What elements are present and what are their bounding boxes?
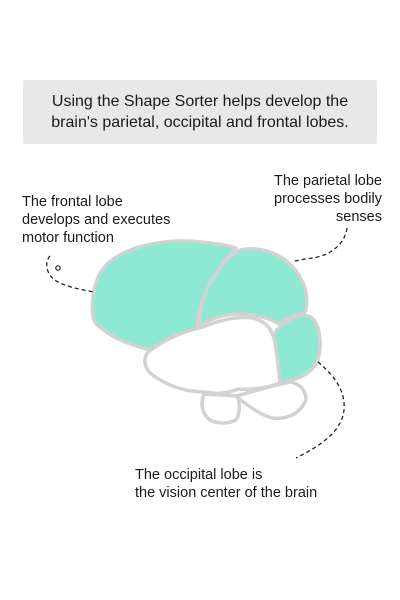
parietal-pointer-line	[291, 227, 348, 263]
headline-line-2: brain's parietal, occipital and frontal …	[51, 114, 349, 131]
frontal-pointer-dot	[55, 265, 61, 271]
frontal-lobe-caption: The frontal lobe develops and executes m…	[22, 193, 202, 247]
frontal-caption-line-3: motor function	[22, 230, 114, 246]
parietal-caption-line-3: senses	[336, 209, 382, 225]
brainstem-shape	[200, 392, 242, 425]
parietal-lobe-shape	[198, 247, 309, 328]
frontal-caption-line-2: develops and executes	[22, 212, 171, 228]
headline-text: Using the Shape Sorter helps develop the…	[40, 91, 360, 133]
occipital-pointer-line	[295, 361, 345, 459]
occipital-lobe-caption: The occipital lobe is the vision center …	[135, 466, 365, 502]
frontal-caption-line-1: The frontal lobe	[22, 194, 123, 210]
headline-line-1: Using the Shape Sorter helps develop the	[51, 93, 349, 110]
occipital-caption-line-1: The occipital lobe is	[135, 467, 263, 483]
parietal-caption-line-1: The parietal lobe	[273, 173, 382, 189]
parietal-caption-line-2: processes bodily	[274, 191, 382, 207]
cerebellum-shape	[234, 380, 308, 421]
occipital-caption-line-2: the vision center of the brain	[135, 485, 318, 501]
headline-box: Using the Shape Sorter helps develop the…	[23, 80, 377, 144]
parietal-lobe-caption: The parietal lobe processes bodily sense…	[240, 172, 382, 226]
frontal-pointer-line	[46, 255, 95, 293]
